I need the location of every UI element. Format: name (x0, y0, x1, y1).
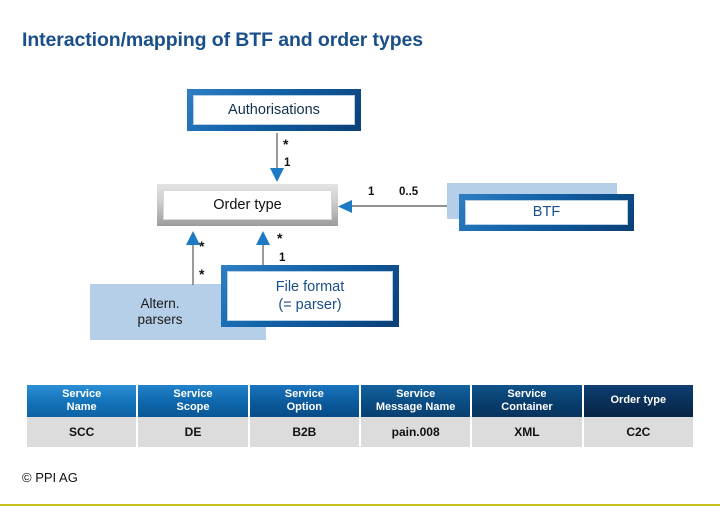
table-cell-service-message-name: pain.008 (360, 417, 471, 447)
node-file-format-line2: (= parser) (278, 297, 342, 313)
node-order-type[interactable]: Order type (157, 184, 338, 226)
table-header-service-container: Service Container (472, 385, 582, 417)
table-header-service-name-line1: Service (62, 387, 102, 400)
table-cell-service-name: SCC (27, 417, 137, 447)
multiplicity-auth-target: 1 (284, 157, 291, 169)
table-header-service-name-line2: Name (66, 401, 97, 413)
node-altern-parsers-line1: Altern. (140, 296, 180, 312)
node-btf-label: BTF (465, 200, 628, 225)
table-header-service-option-line1: Service (284, 387, 324, 400)
bottom-rule (0, 504, 720, 506)
multiplicity-file-format-bottom: 1 (279, 252, 286, 264)
table-header-service-scope: Service Scope (138, 385, 248, 417)
table-header-service-message-name: Service Message Name (360, 385, 471, 417)
table-header-service-container-line2: Container (501, 401, 553, 413)
multiplicity-altern-parsers-top: * (199, 238, 205, 254)
node-file-format[interactable]: File format (= parser) (221, 265, 399, 327)
table-cell-service-scope: DE (138, 417, 248, 447)
table-header-service-scope-line1: Service (173, 387, 213, 400)
multiplicity-btf-source: 0..5 (399, 186, 419, 198)
table-header-service-container-line1: Service (507, 387, 547, 400)
table-header-service-option-line2: Option (286, 401, 323, 413)
table-cell-service-option: B2B (249, 417, 359, 447)
table-header-order-type-line1: Order type (610, 394, 667, 407)
multiplicity-auth-source: * (283, 136, 289, 152)
node-file-format-line1: File format (275, 278, 345, 295)
table-header-row: Service Name Service Scope Service Optio… (27, 385, 693, 417)
table-header-service-scope-line2: Scope (176, 401, 210, 413)
node-authorisations[interactable]: Authorisations (187, 89, 361, 131)
table-header-service-option: Service Option (249, 385, 359, 417)
node-order-type-label: Order type (163, 190, 332, 220)
service-mapping-table: Service Name Service Scope Service Optio… (25, 385, 695, 447)
table-cell-order-type: C2C (583, 417, 693, 447)
arrowhead-down-order-type (270, 168, 284, 182)
table-header-service-message-name-line1: Service (396, 387, 436, 400)
multiplicity-altern-parsers-bottom: * (199, 266, 205, 282)
page-title: Interaction/mapping of BTF and order typ… (22, 29, 423, 51)
node-btf[interactable]: BTF (459, 194, 634, 231)
table-row: SCC DE B2B pain.008 XML C2C (27, 417, 693, 447)
table-cell-service-container: XML (472, 417, 582, 447)
table-header-service-name: Service Name (27, 385, 137, 417)
arrowhead-left-order-type (338, 200, 352, 213)
arrowhead-up-order-type-left (186, 231, 200, 245)
table-header-order-type: Order type (583, 385, 693, 417)
footer-copyright: © PPI AG (22, 470, 78, 485)
arrowhead-up-order-type-right (256, 231, 270, 245)
table-header-service-message-name-line2: Message Name (375, 401, 456, 413)
node-altern-parsers-line2: parsers (137, 312, 183, 327)
multiplicity-btf-target: 1 (368, 186, 375, 198)
node-authorisations-label: Authorisations (193, 95, 355, 125)
multiplicity-file-format-top: * (277, 230, 283, 246)
